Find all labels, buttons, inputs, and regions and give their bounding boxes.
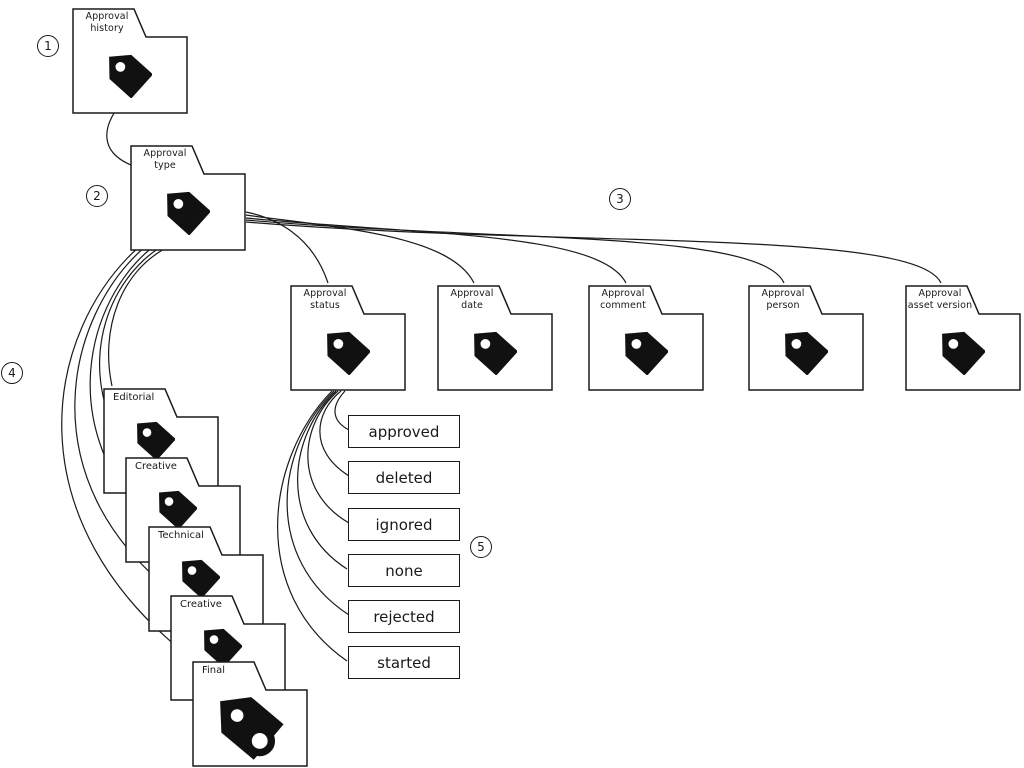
folder-label: Creative <box>135 461 177 472</box>
tag-icon <box>625 331 668 375</box>
tag-icon <box>204 628 242 667</box>
folder-label: Creative <box>180 599 222 610</box>
folder-approval-comment: Approval comment <box>588 285 704 391</box>
folder-label: Approval status <box>303 288 347 311</box>
folder-label: Approval type <box>143 148 187 171</box>
folder-approval-asset-version: Approval asset version <box>905 285 1021 391</box>
folder-approval-person: Approval person <box>748 285 864 391</box>
marker-4: 4 <box>1 362 23 384</box>
folder-label: Approval comment <box>600 288 646 311</box>
tag-icon <box>167 191 210 235</box>
status-value-box: rejected <box>348 600 460 633</box>
folder-approval-type: Approval type <box>130 145 246 251</box>
tag-icon <box>182 559 220 598</box>
status-value-box: approved <box>348 415 460 448</box>
status-value-box: started <box>348 646 460 679</box>
folder-label: Technical <box>158 530 204 541</box>
folder-label: Final <box>202 665 226 676</box>
folder-approval-date: Approval date <box>437 285 553 391</box>
folder-approval-status: Approval status <box>290 285 406 391</box>
folder-approval-history: Approval history <box>72 8 188 114</box>
tag-icon <box>159 490 197 529</box>
folder-final: Final <box>192 661 308 767</box>
status-value-box: deleted <box>348 461 460 494</box>
marker-1: 1 <box>37 35 59 57</box>
tag-icon <box>942 331 985 375</box>
marker-3: 3 <box>609 188 631 210</box>
tag-icon <box>327 331 370 375</box>
folder-label: Approval date <box>450 288 494 311</box>
folder-label: Approval person <box>761 288 805 311</box>
tag-icon <box>785 331 828 375</box>
folder-label: Approval history <box>85 11 129 34</box>
status-value-box: ignored <box>348 508 460 541</box>
tag-icon <box>109 54 152 98</box>
folder-label: Approval asset version <box>907 288 973 311</box>
status-value-box: none <box>348 554 460 587</box>
tag-icon <box>474 331 517 375</box>
folder-label: Editorial <box>113 392 155 403</box>
marker-2: 2 <box>86 185 108 207</box>
tag-icon <box>137 421 175 460</box>
tag-ring-icon <box>220 697 284 760</box>
marker-5: 5 <box>470 536 492 558</box>
